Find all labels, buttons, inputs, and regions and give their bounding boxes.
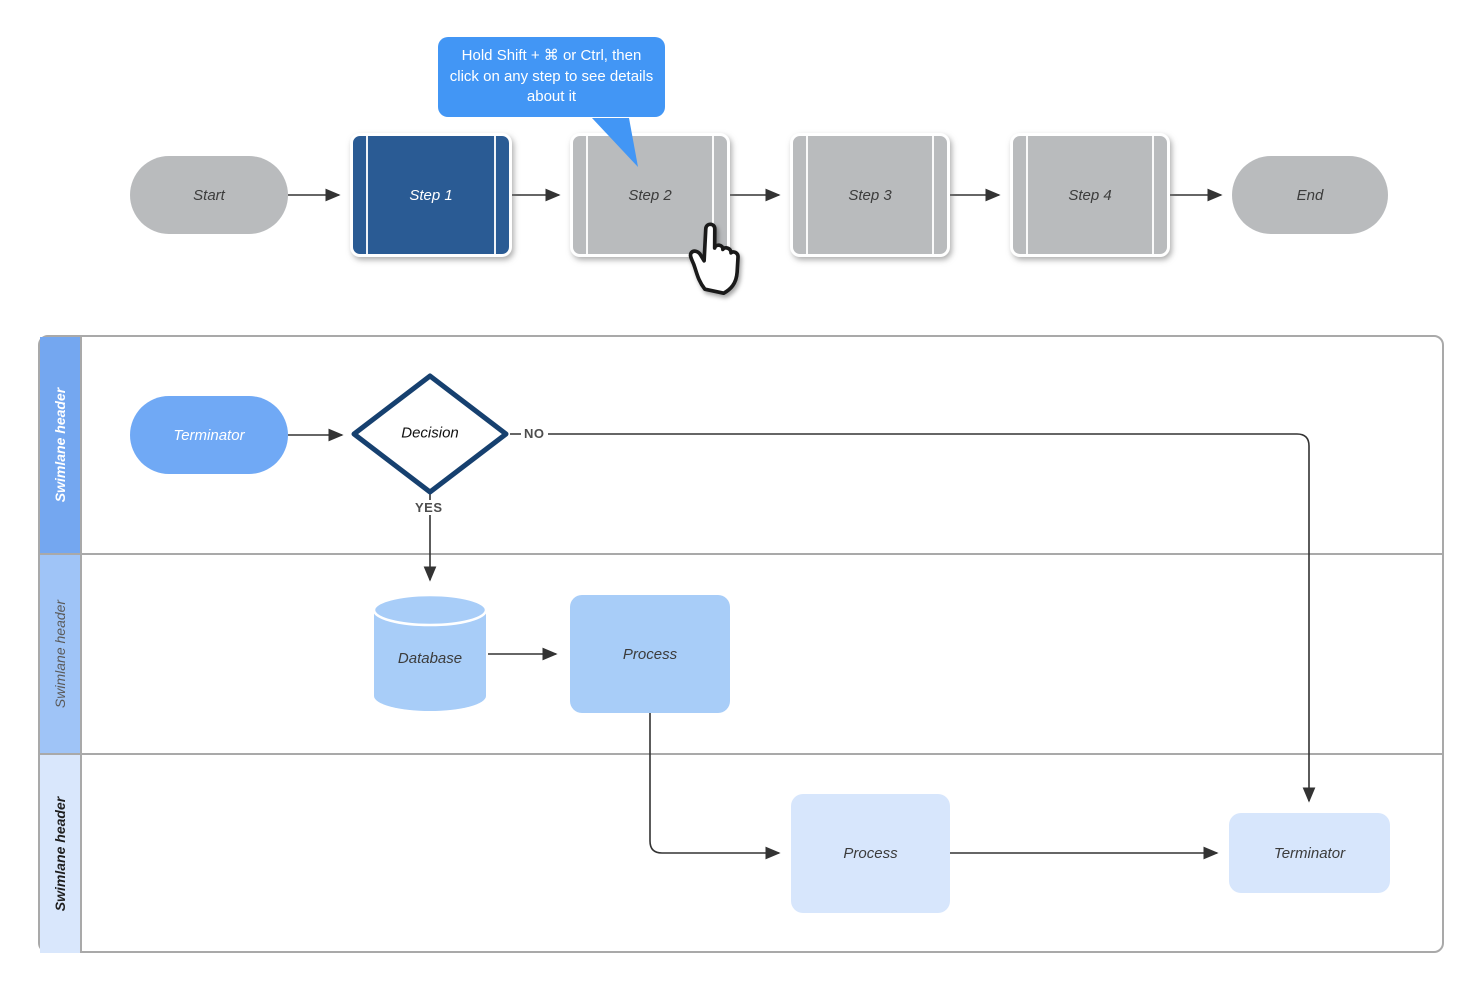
node-database[interactable]: Database bbox=[372, 592, 488, 714]
flow-node-start-label: Start bbox=[193, 186, 225, 204]
node-terminator-lane1-label: Terminator bbox=[173, 426, 245, 444]
flow-node-step1-label: Step 1 bbox=[409, 186, 453, 204]
flow-node-end[interactable]: End bbox=[1232, 156, 1388, 234]
node-process-lane3-label: Process bbox=[843, 845, 898, 862]
flow-node-start[interactable]: Start bbox=[130, 156, 288, 234]
swimlane-3: Swimlane header bbox=[40, 755, 1442, 953]
swimlane-2: Swimlane header bbox=[40, 555, 1442, 755]
flow-node-step1[interactable]: Step 1 bbox=[350, 133, 512, 257]
decision-diamond-shape bbox=[351, 373, 509, 495]
swimlane-2-header: Swimlane header bbox=[40, 555, 82, 753]
connector-process-process bbox=[649, 713, 781, 860]
database-cylinder-shape bbox=[372, 593, 488, 711]
swimlane-1-header: Swimlane header bbox=[40, 337, 82, 553]
edge-label-no: NO bbox=[521, 426, 548, 441]
swimlane-1: Swimlane header bbox=[40, 337, 1442, 555]
node-process-lane2-label: Process bbox=[622, 645, 678, 663]
hand-cursor-icon bbox=[688, 222, 740, 296]
swimlane-3-header: Swimlane header bbox=[40, 755, 82, 953]
node-terminator-lane3[interactable]: Terminator bbox=[1229, 813, 1390, 893]
swimlane-container: Swimlane header Swimlane header Swimlane… bbox=[38, 335, 1444, 953]
node-process-lane3[interactable]: Process bbox=[791, 794, 950, 913]
flow-node-end-label: End bbox=[1296, 186, 1324, 204]
edge-label-yes: YES bbox=[412, 500, 446, 515]
node-terminator-lane1[interactable]: Terminator bbox=[130, 396, 288, 474]
node-decision-label: Decision bbox=[401, 424, 459, 442]
connector-decision-no-terminator bbox=[510, 433, 1316, 803]
hint-tooltip-tail bbox=[592, 118, 638, 167]
flow-node-step4-label: Step 4 bbox=[1068, 186, 1112, 204]
node-terminator-lane3-label: Terminator bbox=[1273, 844, 1346, 862]
flow-node-step2-label: Step 2 bbox=[628, 186, 672, 204]
node-process-lane2[interactable]: Process bbox=[570, 595, 730, 713]
flow-node-step3-label: Step 3 bbox=[848, 186, 892, 204]
node-database-label: Database bbox=[397, 650, 463, 667]
hint-tooltip-text: Hold Shift + ⌘ or Ctrl, then click on an… bbox=[449, 47, 654, 106]
flow-node-step3[interactable]: Step 3 bbox=[790, 133, 950, 257]
node-decision[interactable]: Decision bbox=[350, 372, 510, 496]
hint-tooltip: Hold Shift + ⌘ or Ctrl, then click on an… bbox=[438, 37, 665, 118]
flow-node-step4[interactable]: Step 4 bbox=[1010, 133, 1170, 257]
